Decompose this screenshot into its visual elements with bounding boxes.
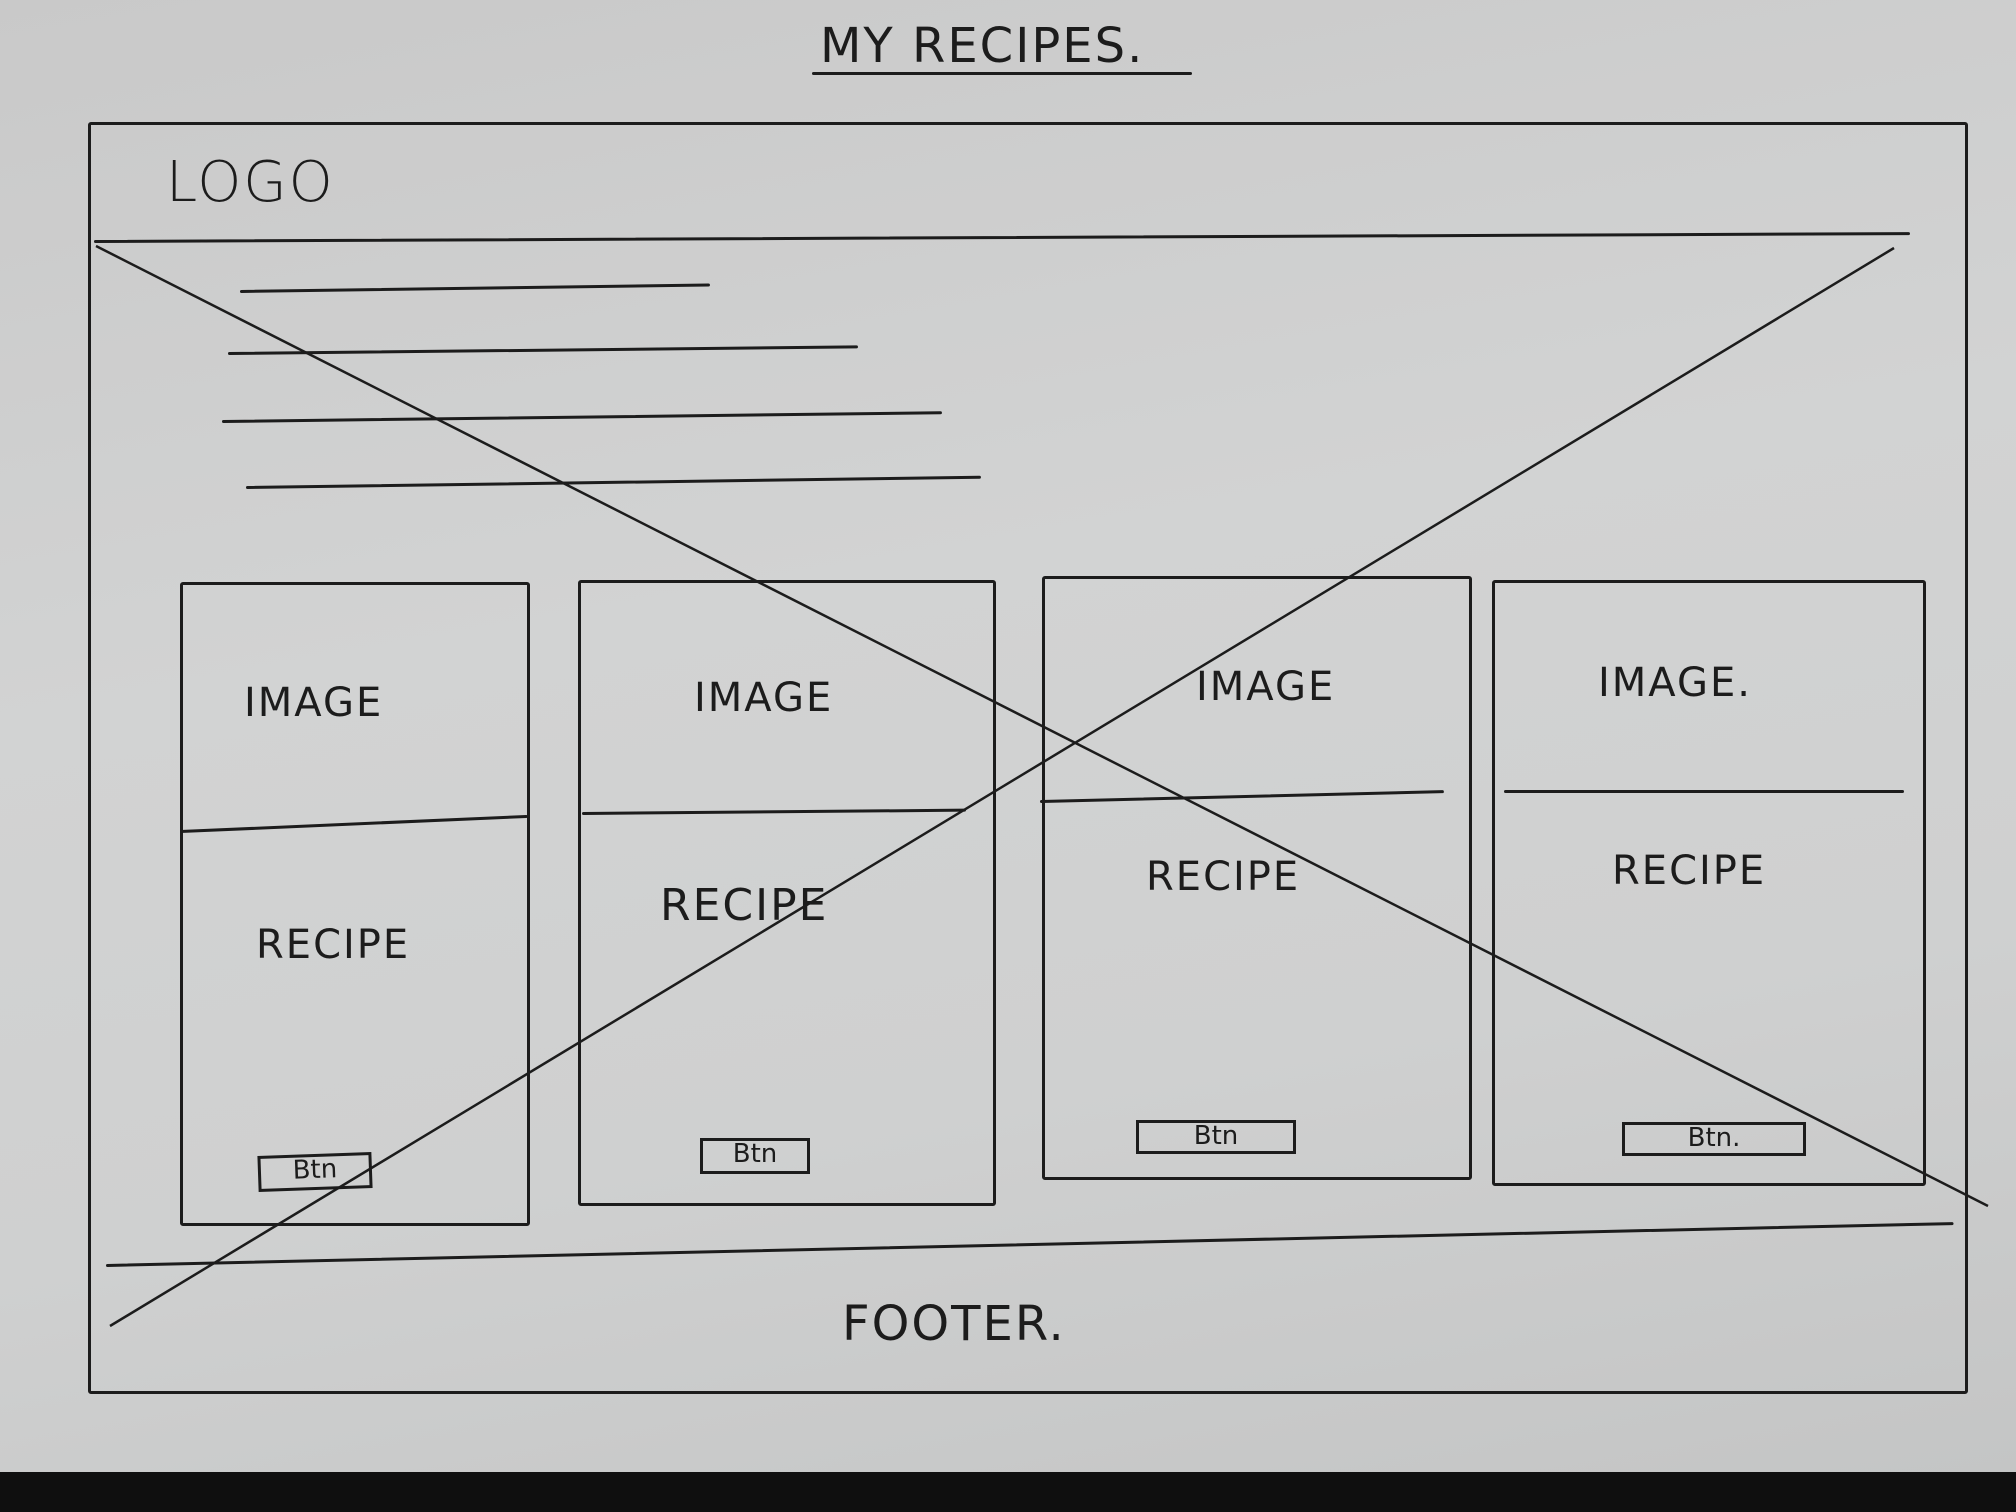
card-3-button[interactable]: Btn bbox=[1136, 1120, 1296, 1154]
card-4-divider bbox=[1504, 790, 1904, 793]
card-2-recipe-text: RECIPE bbox=[660, 880, 829, 931]
page-title: MY RECIPES. bbox=[820, 18, 1145, 74]
card-3-image-placeholder: IMAGE bbox=[1196, 664, 1336, 710]
footer-text: FOOTER. bbox=[842, 1296, 1066, 1352]
card-2-image-placeholder: IMAGE bbox=[694, 675, 834, 721]
recipe-card-1 bbox=[180, 582, 530, 1226]
card-4-image-placeholder: IMAGE. bbox=[1598, 660, 1752, 706]
title-underline bbox=[812, 72, 1192, 75]
logo-placeholder: LOGO bbox=[166, 150, 335, 215]
card-1-image-placeholder: IMAGE bbox=[244, 680, 384, 726]
card-1-button[interactable]: Btn bbox=[257, 1152, 373, 1192]
paper-sheet: MY RECIPES. LOGO IMAGE RECIPE Btn IMAGE … bbox=[0, 0, 2016, 1472]
card-1-recipe-text: RECIPE bbox=[256, 922, 411, 968]
card-4-button[interactable]: Btn. bbox=[1622, 1122, 1806, 1156]
card-4-recipe-text: RECIPE bbox=[1612, 848, 1767, 894]
card-3-recipe-text: RECIPE bbox=[1146, 854, 1301, 900]
card-2-button[interactable]: Btn bbox=[700, 1138, 810, 1174]
